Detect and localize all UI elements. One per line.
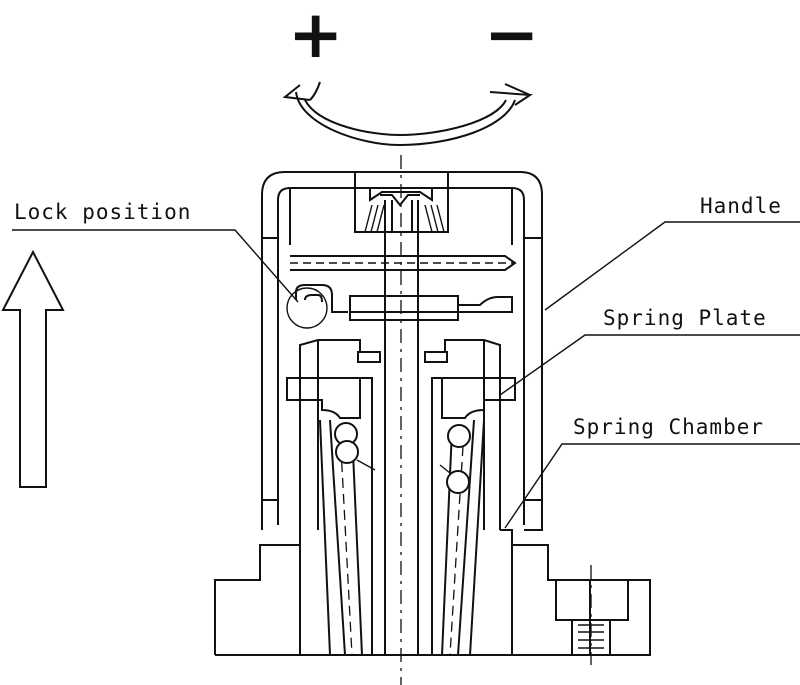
label-handle: Handle <box>700 194 782 218</box>
spring-chamber <box>319 419 485 656</box>
minus-sign: − <box>484 0 540 73</box>
rotation-arrow-icon <box>282 81 533 147</box>
label-lock-position: Lock position <box>14 200 192 224</box>
lock-position-circle <box>286 287 328 329</box>
up-arrow-icon <box>1 249 65 488</box>
spring-plate-upper <box>349 295 513 321</box>
base-screw <box>555 565 629 665</box>
leader-lines <box>12 221 800 529</box>
lock-detail <box>286 284 348 329</box>
horizontal-pin <box>290 255 517 271</box>
plus-sign: + <box>288 0 344 73</box>
handle-body <box>261 171 543 531</box>
spring-coils <box>334 422 471 494</box>
label-spring-chamber: Spring Chamber <box>573 415 765 439</box>
label-spring-plate: Spring Plate <box>603 306 767 330</box>
spring-plate-lower <box>286 377 516 655</box>
central-shaft <box>384 200 419 655</box>
top-bearing <box>354 172 449 233</box>
